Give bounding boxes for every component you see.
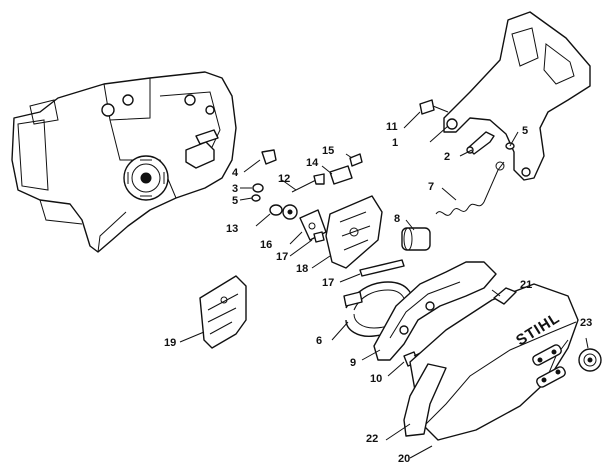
callout-3: 3 [232, 183, 238, 195]
chain-catcher [403, 363, 447, 437]
callout-17-upper: 17 [276, 251, 288, 263]
callout-16: 16 [260, 239, 272, 251]
callout-22: 22 [366, 433, 378, 445]
callout-17-lower: 17 [322, 277, 334, 289]
callout-7: 7 [428, 181, 434, 193]
callout-4: 4 [232, 167, 239, 179]
callout-labels: 1 2 3 4 5 5 6 7 8 9 10 11 12 13 14 15 16… [164, 121, 592, 465]
callout-20: 20 [398, 453, 410, 465]
callout-10: 10 [370, 373, 382, 385]
callout-13: 13 [226, 223, 238, 235]
callout-8: 8 [394, 213, 400, 225]
callout-19: 19 [164, 337, 176, 349]
leader-lines [179, 111, 589, 459]
callout-11: 11 [386, 121, 398, 133]
callout-6: 6 [316, 335, 322, 347]
callout-5-right: 5 [522, 125, 528, 137]
callout-1: 1 [392, 137, 398, 149]
callout-9: 9 [350, 357, 356, 369]
callout-5-left: 5 [232, 195, 238, 207]
callout-14: 14 [306, 157, 319, 169]
cover-plate [199, 275, 247, 349]
chain-brake-housing [373, 261, 497, 367]
callout-2: 2 [444, 151, 450, 163]
callout-12: 12 [278, 173, 290, 185]
callout-21: 21 [520, 279, 532, 291]
collar-nut [578, 348, 602, 372]
callout-18: 18 [296, 263, 308, 275]
hand-guard [443, 11, 591, 181]
callout-15: 15 [322, 145, 334, 157]
small-plate [493, 287, 517, 305]
engine-housing [11, 71, 237, 253]
small-parts [251, 99, 515, 277]
callout-23: 23 [580, 317, 592, 329]
